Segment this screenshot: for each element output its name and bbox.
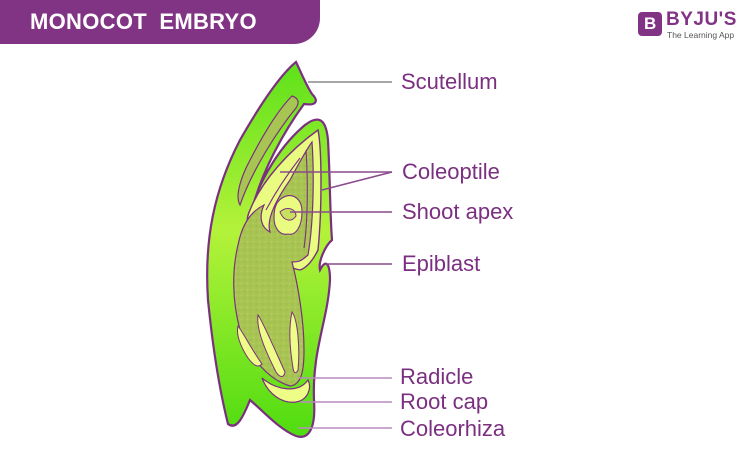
byjus-logo: B BYJU'S The Learning App (638, 9, 748, 44)
title-banner: MONOCOT EMBRYO (0, 0, 320, 44)
logo-tagline: The Learning App (667, 30, 735, 40)
root-cap-shape (261, 377, 311, 403)
label-coleoptile: Coleoptile (402, 159, 500, 184)
logo-name: BYJU'S (666, 9, 737, 30)
label-epiblast: Epiblast (402, 251, 481, 276)
leader-coleoptile-2 (321, 171, 393, 191)
label-shoot-apex: Shoot apex (402, 199, 514, 224)
label-radicle: Radicle (400, 364, 474, 389)
label-coleorhiza: Coleorhiza (400, 416, 506, 441)
label-root-cap: Root cap (400, 389, 489, 414)
label-scutellum: Scutellum (401, 69, 498, 94)
logo-icon: B (638, 12, 662, 36)
diagram-title: MONOCOT EMBRYO (30, 9, 257, 34)
